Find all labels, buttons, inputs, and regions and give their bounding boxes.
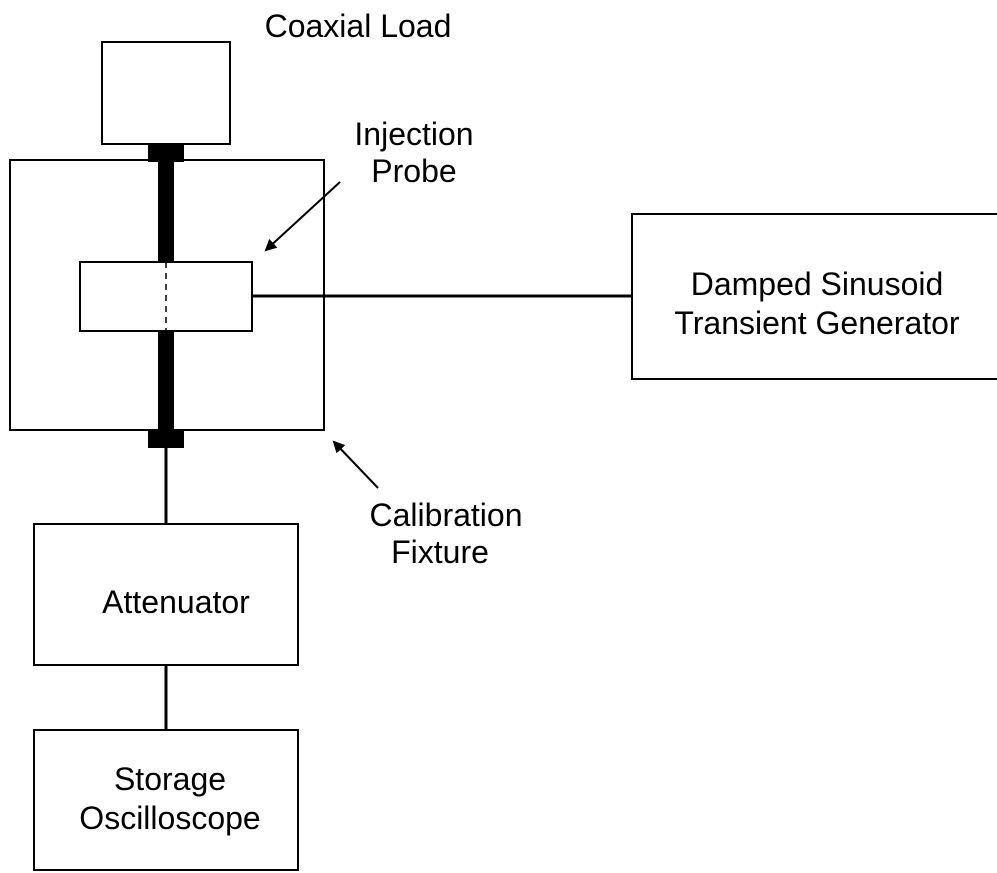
injection-probe-label-line2: Probe [371, 153, 456, 189]
calibration-fixture-label-line2: Fixture [391, 534, 489, 570]
coaxial-load-box [101, 41, 231, 145]
generator-box [631, 213, 997, 380]
coaxial-load-label: Coaxial Load [265, 8, 452, 44]
calibration-fixture-arrow [332, 440, 379, 489]
center-conductor-upper [158, 160, 174, 262]
bottom-connector [148, 430, 184, 448]
generator-label-line2: Transient Generator [674, 305, 960, 341]
center-conductor-lower [158, 331, 174, 430]
injection-probe-label-line1: Injection [354, 116, 473, 152]
attenuator-label: Attenuator [102, 584, 250, 620]
injection-probe-arrow [264, 181, 341, 252]
oscilloscope-box [33, 729, 299, 871]
attenuator-box [33, 523, 299, 666]
generator-label-line1: Damped Sinusoid [691, 266, 944, 302]
top-connector [148, 144, 184, 162]
oscilloscope-label-line2: Oscilloscope [79, 800, 260, 836]
calibration-fixture-label-line1: Calibration [370, 497, 523, 533]
oscilloscope-label-line1: Storage [114, 761, 226, 797]
